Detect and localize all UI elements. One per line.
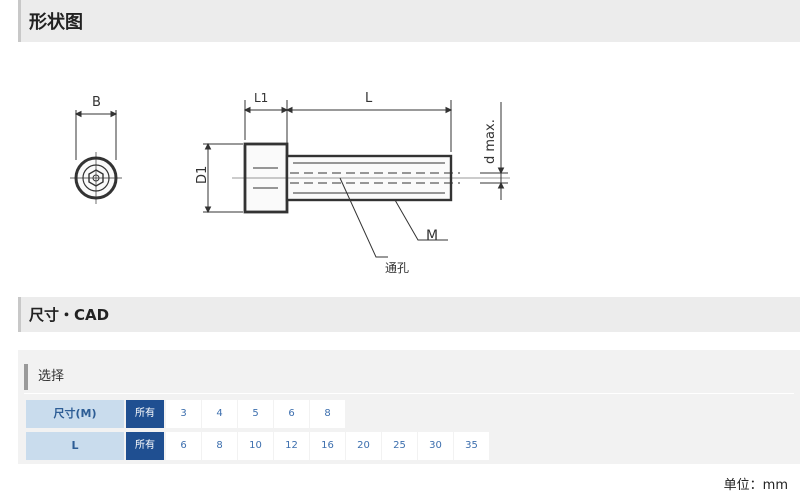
- filter-divider: [24, 393, 794, 394]
- filter-title: 选择: [24, 364, 64, 390]
- dim-label-l1: L1: [254, 91, 268, 105]
- filter-option-l25[interactable]: 25: [382, 432, 417, 460]
- filter-option-l30[interactable]: 30: [418, 432, 453, 460]
- filter-label-length-l: L: [26, 432, 124, 460]
- section-header-size-cad: 尺寸・CAD: [18, 297, 800, 332]
- filter-option-l10[interactable]: 10: [238, 432, 273, 460]
- filter-option-m3[interactable]: 3: [166, 400, 201, 428]
- label-through-hole: 通孔: [385, 261, 409, 275]
- filter-panel: 选择 尺寸(M) 所有 3 4 5 6 8 L 所有 6 8 10 12 16 …: [18, 350, 800, 464]
- filter-label-size-m: 尺寸(M): [26, 400, 124, 428]
- filter-option-l12[interactable]: 12: [274, 432, 309, 460]
- dim-label-m: M: [426, 228, 438, 244]
- filter-row-size-m: 尺寸(M) 所有 3 4 5 6 8: [26, 400, 346, 428]
- filter-row-length-l: L 所有 6 8 10 12 16 20 25 30 35: [26, 432, 490, 460]
- filter-option-l16[interactable]: 16: [310, 432, 345, 460]
- dim-label-l: L: [365, 91, 373, 106]
- dim-label-d1: D1: [195, 166, 210, 184]
- filter-option-l8[interactable]: 8: [202, 432, 237, 460]
- dim-label-d-max: d max.: [483, 119, 498, 164]
- head-end-view: [70, 110, 122, 204]
- screw-side-view: [203, 100, 510, 258]
- section-header-shape: 形状图: [18, 0, 800, 42]
- filter-option-m8[interactable]: 8: [310, 400, 345, 428]
- filter-option-l6[interactable]: 6: [166, 432, 201, 460]
- filter-option-l35[interactable]: 35: [454, 432, 489, 460]
- filter-option-m4[interactable]: 4: [202, 400, 237, 428]
- filter-option-all-length-l[interactable]: 所有: [126, 432, 164, 460]
- section-title: 尺寸・CAD: [29, 306, 110, 324]
- filter-option-m6[interactable]: 6: [274, 400, 309, 428]
- filter-option-m5[interactable]: 5: [238, 400, 273, 428]
- unit-note: 单位：mm: [723, 478, 788, 493]
- filter-option-all-size-m[interactable]: 所有: [126, 400, 164, 428]
- dim-label-b: B: [92, 95, 101, 110]
- filter-option-l20[interactable]: 20: [346, 432, 381, 460]
- section-title: 形状图: [29, 12, 83, 33]
- screw-technical-drawing: B L1 L D1 d max.: [70, 91, 510, 275]
